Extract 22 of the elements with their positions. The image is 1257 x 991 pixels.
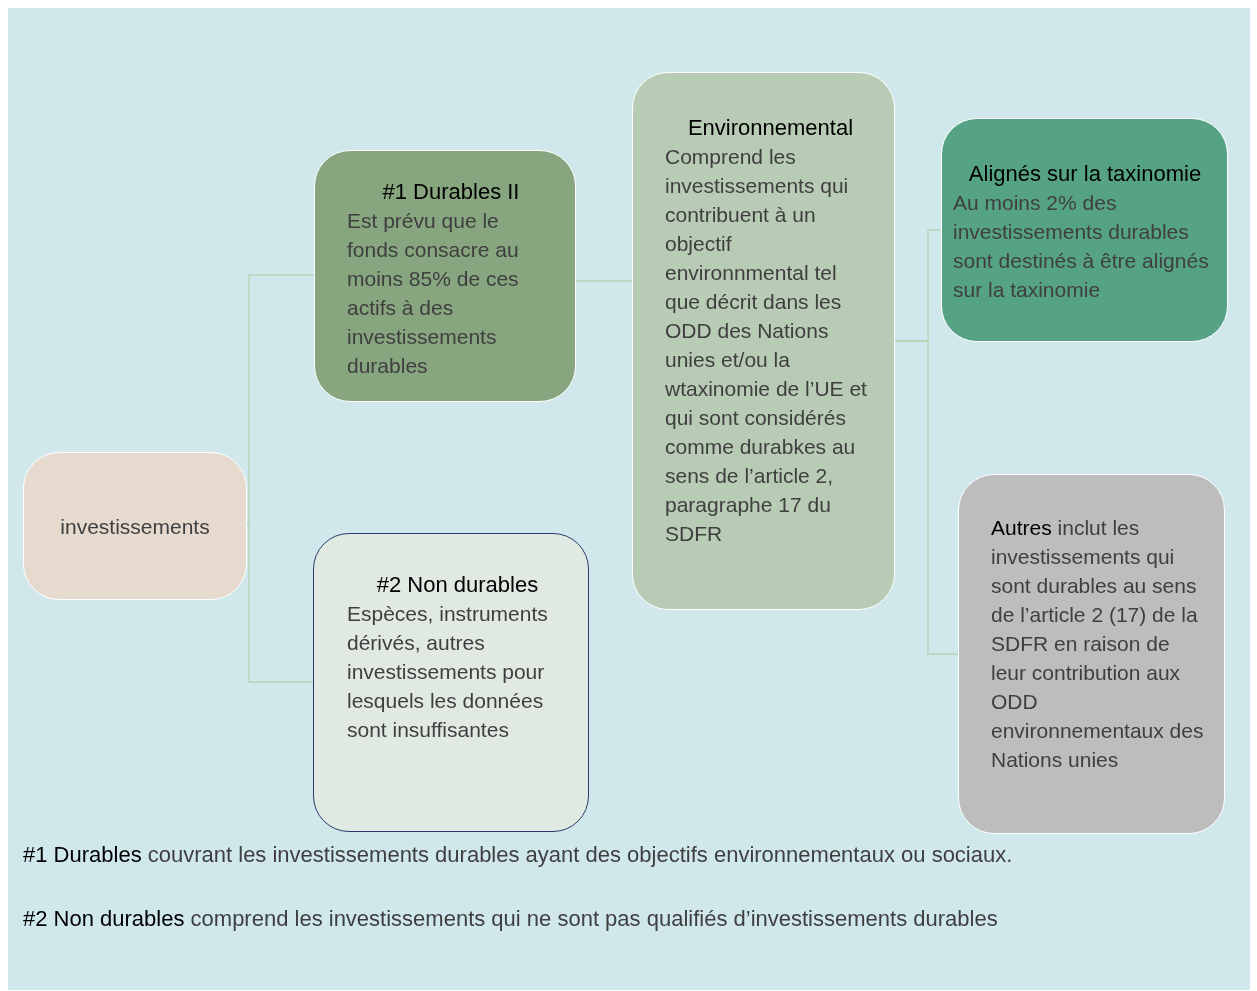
box-heading: #2 Non durables — [375, 571, 540, 599]
box-text: Est prévu que le fonds consacre au moins 85% de ces actifs à des investissements durables — [347, 208, 520, 379]
rounded-box — [941, 118, 1228, 342]
connector-line — [246, 524, 314, 683]
footnote-text: #1 Durables couvrant les investissements durables ayant des objectifs environnementaux ou sociaux. — [23, 842, 1013, 868]
rounded-box — [23, 452, 247, 600]
box-heading: #1 Durables II — [381, 178, 521, 206]
rounded-box — [958, 474, 1225, 834]
footnote-text: #2 Non durables comprend les investissements qui ne sont pas qualifiés d’investissements durables — [23, 906, 998, 932]
box-text: Au moins 2% des investissements durables sont destinés à être alignés sur la taxinomie — [953, 190, 1210, 303]
box-heading: Environnemental — [686, 114, 855, 142]
box-text: Comprend les investissements qui contribuent à un objectif environnmental tel que décrit dans les ODD des Nations unies et/ou la wtaxinomie de l’UE et qui sont considérés comme durabkes au sens de l’article 2, paragraphe 17 du SDFR — [665, 144, 868, 547]
connector-line — [575, 280, 633, 282]
connector-line — [246, 274, 315, 526]
rounded-box — [632, 72, 895, 610]
box-text: Autres inclut les investissements qui sont durables au sens de l’article 2 (17) de la SDFR en raison de leur contribution aux ODD environnementaux des Nations unies — [991, 515, 1205, 773]
rounded-box — [313, 533, 589, 832]
box-heading: Alignés sur la taxinomie — [967, 160, 1203, 188]
rounded-box — [314, 150, 576, 402]
box-text: investissements — [60, 513, 210, 540]
box-text: Espèces, instruments dérivés, autres investissements pour lesquels les données sont insuffisantes — [347, 601, 549, 743]
connector-line — [894, 340, 959, 655]
